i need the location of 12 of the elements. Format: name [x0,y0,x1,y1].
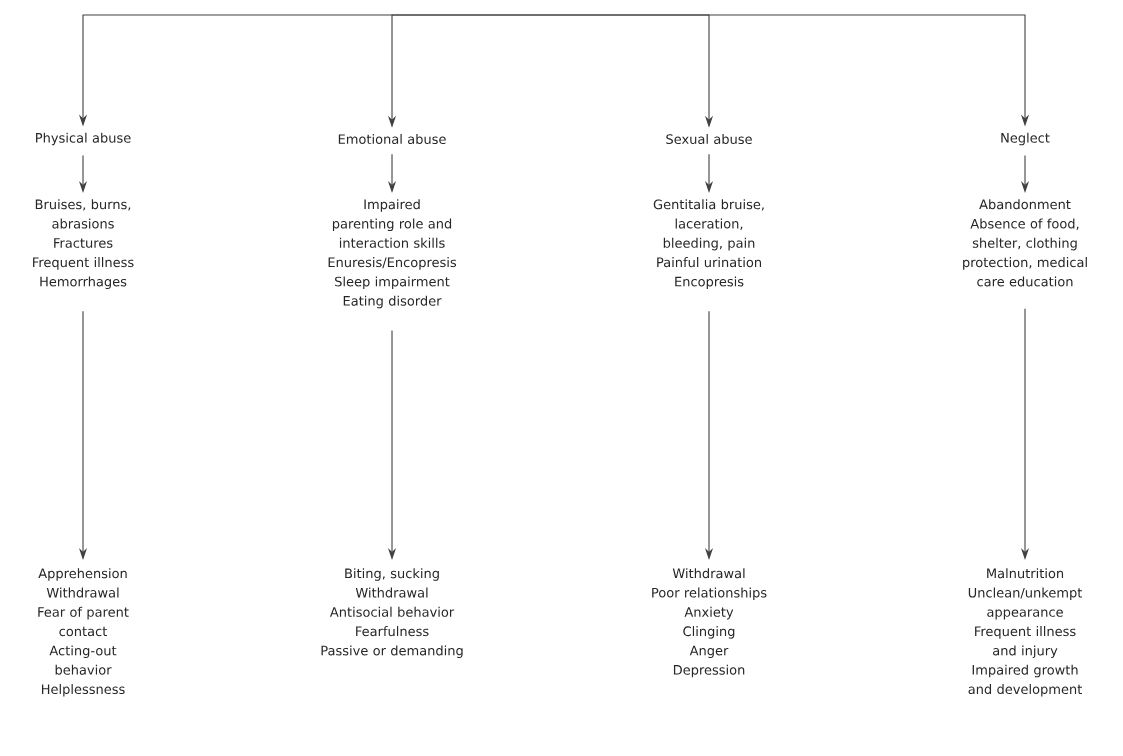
behavior-list: Withdrawal Poor relationships Anxiety Clinging Anger Depression [652,568,767,678]
behavior-list: Malnutrition Unclean/unkempt appearance Frequent illness and injury Impaired growth and development [968,568,1083,697]
category-label: Sexual abuse [666,133,752,145]
signs-list: Bruises, burns, abrasions Fractures Frequent illness Hemorrhages [33,199,134,289]
signs-list: Impaired parenting role and interaction skills Enuresis/Encopresis Sleep impairment Eating disorder [328,199,457,309]
signs-list: Abandonment Absence of food, shelter, clothing protection, medical care education [963,199,1087,287]
category-label: Physical abuse [36,132,131,146]
behavior-list: Apprehension Withdrawal Fear of parent contact Acting-out behavior Helplessness [38,568,129,697]
behavior-list: Biting, sucking Withdrawal Antisocial behavior Fearfulness Passive or demanding [321,568,463,658]
signs-list: Gentitalia bruise, laceration, bleeding, pain Painful urination Encopresis [653,199,764,289]
category-label: Emotional abuse [338,133,446,145]
category-label: Neglect [1001,132,1050,146]
